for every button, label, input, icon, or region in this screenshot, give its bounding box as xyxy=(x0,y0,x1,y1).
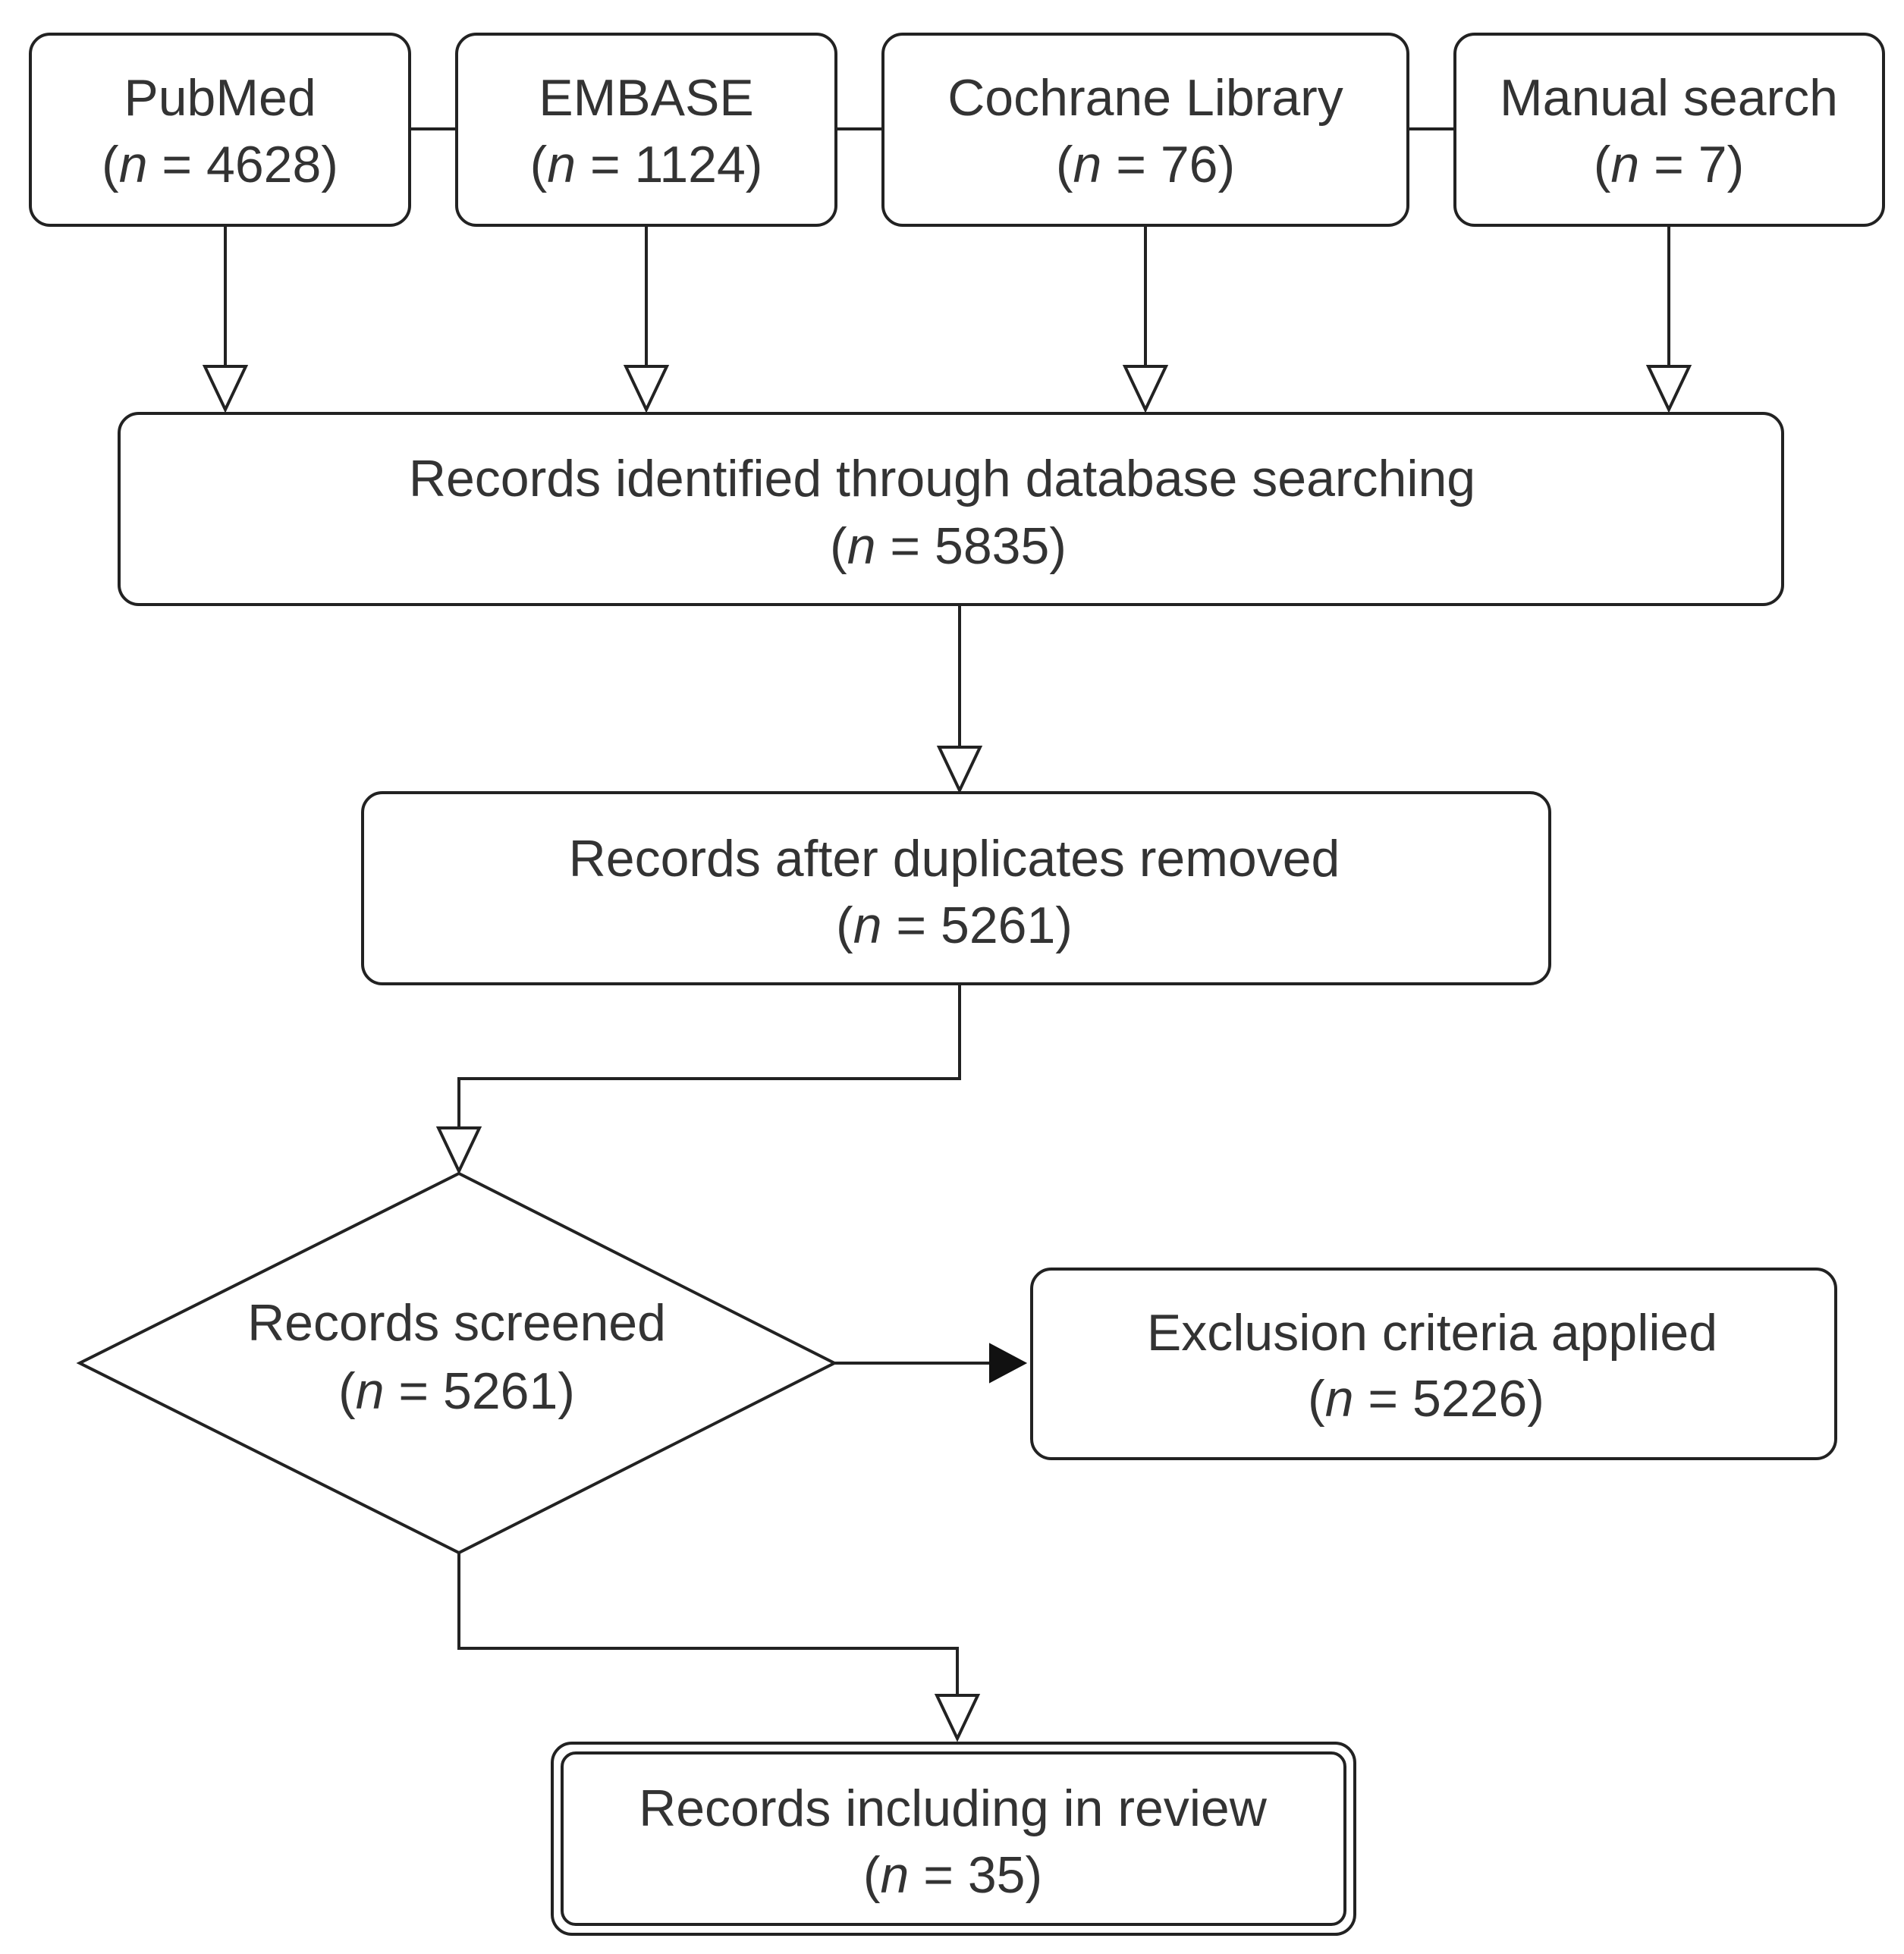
source-box-embase: EMBASE (n = 1124) xyxy=(455,33,837,227)
screened-records-diamond: Records screened (n = 5261) xyxy=(76,1171,838,1555)
source-count: (n = 1124) xyxy=(530,136,763,193)
arrow-pubmed-to-identified xyxy=(202,225,249,413)
deduplicated-records-box: Records after duplicates removed (n = 52… xyxy=(361,791,1551,985)
source-label: EMBASE xyxy=(539,69,753,127)
identified-label: Records identified through database sear… xyxy=(409,450,1475,507)
source-box-manual-search: Manual search (n = 7) xyxy=(1453,33,1885,227)
arrow-identified-to-deduplicated xyxy=(936,605,983,794)
arrow-screened-to-excluded xyxy=(834,1343,1028,1384)
arrow-embase-to-identified xyxy=(623,225,670,413)
identified-count: (n = 5835) xyxy=(830,517,1067,575)
source-count: (n = 76) xyxy=(1056,136,1235,193)
excluded-records-box: Exclusion criteria applied (n = 5226) xyxy=(1030,1268,1837,1460)
source-box-pubmed: PubMed (n = 4628) xyxy=(29,33,411,227)
screened-label: Records screened xyxy=(247,1294,666,1352)
arrow-deduplicated-to-screened xyxy=(435,984,961,1175)
screened-count: (n = 5261) xyxy=(338,1362,575,1420)
source-label: Manual search xyxy=(1500,69,1838,127)
source-label: PubMed xyxy=(124,69,316,127)
source-box-cochrane-library: Cochrane Library (n = 76) xyxy=(881,33,1409,227)
included-label: Records including in review xyxy=(639,1780,1268,1837)
excluded-label: Exclusion criteria applied xyxy=(1147,1304,1717,1362)
excluded-count: (n = 5226) xyxy=(1308,1370,1544,1428)
source-label: Cochrane Library xyxy=(947,69,1343,127)
deduplicated-count: (n = 5261) xyxy=(836,897,1073,954)
arrow-screened-to-included xyxy=(457,1553,981,1742)
deduplicated-label: Records after duplicates removed xyxy=(569,830,1340,887)
source-count: (n = 7) xyxy=(1594,136,1744,193)
included-records-box: Records including in review (n = 35) xyxy=(551,1742,1356,1936)
arrow-manual-to-identified xyxy=(1645,225,1692,413)
included-count: (n = 35) xyxy=(863,1846,1042,1904)
source-count: (n = 4628) xyxy=(102,136,338,193)
identified-records-box: Records identified through database sear… xyxy=(118,412,1784,606)
arrow-cochrane-to-identified xyxy=(1122,225,1169,413)
